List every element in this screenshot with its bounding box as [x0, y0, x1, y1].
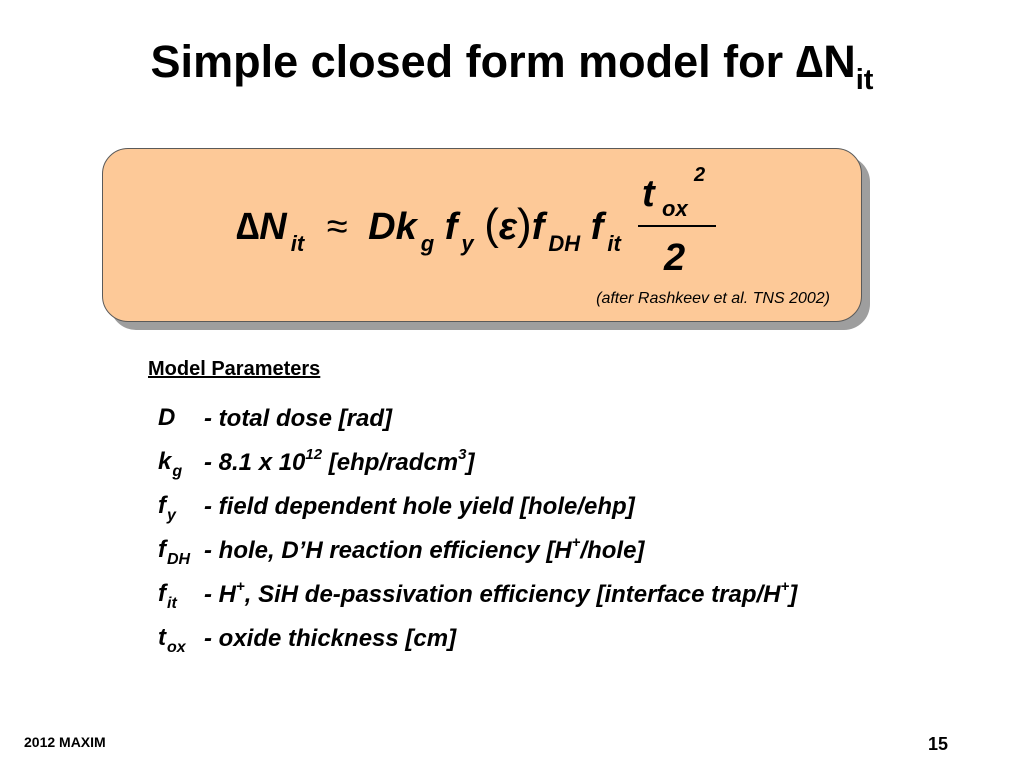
- param-description: - total dose [rad]: [204, 404, 392, 433]
- fraction-numerator-exp: 2: [694, 164, 706, 186]
- param-sup: 12: [305, 446, 323, 463]
- approx-symbol: ≈: [326, 206, 348, 248]
- param-symbol: fy: [158, 492, 176, 524]
- formula-f-it: f: [590, 206, 604, 248]
- formula-fraction: t ox 2 2: [636, 164, 720, 286]
- param-symbol-main: k: [158, 448, 172, 475]
- formula-f-dh: f: [531, 206, 545, 248]
- param-desc-text: - 8.1 x 10: [204, 449, 306, 476]
- params-list: D - total dose [rad] kg - 8.1 x 1012 [eh…: [158, 404, 958, 668]
- param-desc-post: ]: [466, 449, 475, 476]
- param-desc-mid: /hole]: [580, 537, 645, 564]
- param-symbol-sub: y: [167, 507, 176, 524]
- param-description: - 8.1 x 1012 [ehp/radcm3]: [204, 446, 475, 477]
- title-text: Simple closed form model for: [150, 36, 796, 87]
- fraction-numerator: t: [642, 173, 655, 215]
- param-sup: +: [236, 578, 245, 595]
- param-desc-mid: , SiH de-passivation efficiency [interfa…: [244, 581, 781, 608]
- param-desc-text: - total dose [rad]: [204, 405, 393, 432]
- param-description: - H+, SiH de-passivation efficiency [int…: [204, 578, 798, 609]
- formula-sub-it: it: [290, 231, 305, 256]
- param-row: fy - field dependent hole yield [hole/eh…: [158, 492, 958, 536]
- citation: (after Rashkeev et al. TNS 2002): [596, 290, 830, 307]
- formula-dk: Dk: [368, 206, 417, 248]
- param-symbol-main: f: [158, 492, 166, 519]
- param-desc-text: - oxide thickness [cm]: [204, 625, 457, 652]
- param-row: D - total dose [rad]: [158, 404, 958, 448]
- param-description: - hole, D’H reaction efficiency [H+/hole…: [204, 534, 645, 565]
- param-description: - field dependent hole yield [hole/ehp]: [204, 492, 635, 521]
- delta-symbol: ∆: [795, 36, 824, 87]
- fraction-numerator-sub: ox: [662, 196, 688, 221]
- param-desc-mid: [ehp/radcm: [322, 449, 459, 476]
- param-symbol-main: f: [158, 580, 166, 607]
- param-row: fDH - hole, D’H reaction efficiency [H+/…: [158, 534, 958, 580]
- epsilon-symbol: ε: [498, 206, 518, 248]
- param-sup: +: [571, 534, 581, 551]
- param-desc-text: - H: [204, 581, 236, 608]
- title-n: N: [823, 36, 856, 87]
- param-row: kg - 8.1 x 1012 [ehp/radcm3]: [158, 446, 958, 492]
- page-number: 15: [928, 734, 949, 754]
- param-symbol-sub: ox: [167, 639, 186, 656]
- vector-arrow-icon: →: [500, 208, 521, 230]
- formula-delta-n: ∆N: [236, 206, 287, 248]
- param-symbol: fit: [158, 580, 177, 612]
- paren-open: (: [484, 200, 499, 249]
- param-symbol: tox: [158, 624, 186, 656]
- paren-close: ): [517, 200, 532, 249]
- param-symbol-main: f: [158, 536, 166, 563]
- param-desc-post: ]: [789, 581, 798, 608]
- param-symbol: kg: [158, 448, 182, 480]
- param-symbol-main: t: [158, 624, 166, 651]
- param-symbol-sub: DH: [167, 551, 191, 568]
- param-symbol-main: D: [158, 404, 176, 431]
- param-sup2: 3: [458, 446, 467, 463]
- param-symbol-sub: g: [172, 463, 183, 480]
- footer-copyright: 2012 MAXIM: [24, 734, 106, 750]
- formula-sub-g: g: [420, 231, 435, 256]
- formula-sub-it2: it: [607, 231, 621, 256]
- param-symbol: D: [158, 404, 176, 432]
- param-desc-text: - field dependent hole yield [hole/ehp]: [204, 493, 635, 520]
- param-symbol-sub: it: [167, 595, 177, 612]
- param-row: tox - oxide thickness [cm]: [158, 624, 958, 668]
- title-subscript: it: [855, 64, 874, 96]
- param-desc-text: - hole, D’H reaction efficiency [H: [204, 537, 572, 564]
- fraction-denominator: 2: [664, 237, 686, 279]
- formula-sub-y: y: [461, 231, 474, 256]
- param-description: - oxide thickness [cm]: [204, 624, 456, 653]
- fraction-bar: [638, 225, 716, 227]
- params-heading: Model Parameters: [148, 358, 321, 380]
- formula-sub-dh: DH: [548, 231, 581, 256]
- slide-title: Simple closed form model for ∆Nit: [0, 32, 1024, 98]
- param-sup2: +: [780, 578, 790, 595]
- formula-f-y: f: [444, 206, 458, 248]
- param-symbol: fDH: [158, 536, 190, 568]
- formula-box: [102, 148, 862, 322]
- epsilon-vector: →ε: [498, 202, 521, 252]
- param-row: fit - H+, SiH de-passivation efficiency …: [158, 578, 958, 624]
